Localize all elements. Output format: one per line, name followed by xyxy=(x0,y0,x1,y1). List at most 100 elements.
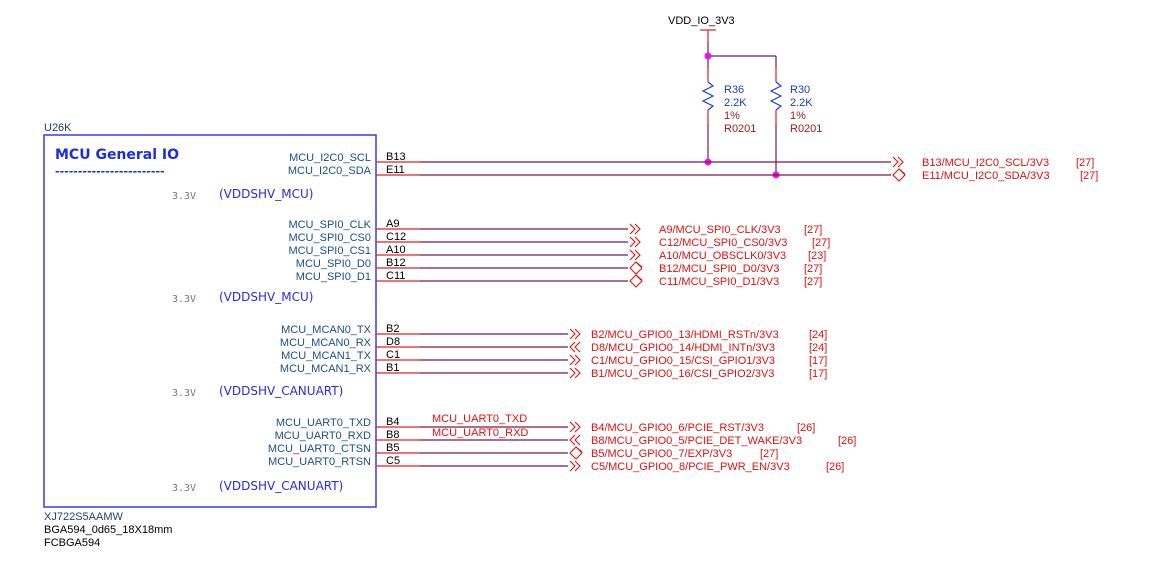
resistor-value: 2.2K xyxy=(790,97,813,109)
pin-number: C5 xyxy=(386,455,400,467)
offpage-out-icon xyxy=(574,328,581,340)
pin-name: MCU_UART0_RTSN xyxy=(268,456,371,468)
page-reference[interactable]: [24] xyxy=(809,342,827,354)
pin-name: MCU_UART0_TXD xyxy=(276,417,371,429)
resistor-ref: R36 xyxy=(724,84,744,96)
resistor-zigzag-icon xyxy=(701,81,715,111)
component-body xyxy=(43,134,377,508)
page-reference[interactable]: [26] xyxy=(838,435,856,447)
net-label[interactable]: A10/MCU_OBSCLK0/3V3 xyxy=(659,250,786,262)
offpage-out-icon xyxy=(574,354,581,366)
net-label[interactable]: B5/MCU_GPIO0_7/EXP/3V3 xyxy=(591,448,732,460)
offpage-out-icon xyxy=(574,460,581,472)
offpage-out-icon xyxy=(629,223,636,235)
offpage-out-icon xyxy=(634,223,641,235)
page-reference[interactable]: [23] xyxy=(808,250,826,262)
resistor-tolerance: 1% xyxy=(724,110,740,122)
net-label[interactable]: C5/MCU_GPIO0_8/PCIE_PWR_EN/3V3 xyxy=(591,461,790,473)
component-title-underline: ------------------------ xyxy=(55,165,165,178)
page-reference[interactable]: [24] xyxy=(809,329,827,341)
net-label[interactable]: B13/MCU_I2C0_SCL/3V3 xyxy=(922,157,1049,169)
power-rail-label[interactable]: VDD_IO_3V3 xyxy=(668,15,735,27)
resistor-r30[interactable]: R30 2.2K 1% R0201 xyxy=(769,68,822,179)
offpage-bidir-icon xyxy=(629,261,643,275)
page-reference[interactable]: [27] xyxy=(812,237,830,249)
pin-number: B13 xyxy=(386,151,406,163)
offpage-out-icon xyxy=(574,421,581,433)
net-label[interactable]: E11/MCU_I2C0_SDA/3V3 xyxy=(922,170,1050,182)
offpage-bidir-icon xyxy=(569,446,583,460)
net-label[interactable]: C12/MCU_SPI0_CS0/3V3 xyxy=(659,237,787,249)
offpage-out-icon xyxy=(629,249,636,261)
pin-name: MCU_SPI0_CLK xyxy=(288,219,371,231)
resistor-r36[interactable]: R36 2.2K 1% R0201 xyxy=(701,68,756,166)
page-reference[interactable]: [27] xyxy=(804,263,822,275)
offpage-out-icon xyxy=(574,367,581,379)
offpage-out-icon xyxy=(569,460,576,472)
page-reference[interactable]: [26] xyxy=(797,422,815,434)
io-power-domain: (VDDSHV_MCU) xyxy=(219,187,313,201)
page-reference[interactable]: [27] xyxy=(1080,170,1098,182)
page-reference[interactable]: [26] xyxy=(826,461,844,473)
net-label[interactable]: B4/MCU_GPIO0_6/PCIE_RST/3V3 xyxy=(591,422,764,434)
page-reference[interactable]: [17] xyxy=(809,368,827,380)
page-reference[interactable]: [27] xyxy=(760,448,778,460)
resistor-ref: R30 xyxy=(790,84,810,96)
pin-number: E11 xyxy=(386,164,405,176)
component-u26k[interactable]: U26K MCU General IO --------------------… xyxy=(43,122,377,549)
offpage-out-icon xyxy=(892,156,899,168)
io-power-domain: (VDDSHV_CANUART) xyxy=(219,384,343,398)
net-label[interactable]: D8/MCU_GPIO0_14/HDMI_INTn/3V3 xyxy=(591,342,775,354)
page-reference[interactable]: [27] xyxy=(804,224,822,236)
pin-name: MCU_MCAN1_RX xyxy=(280,363,372,375)
net-label[interactable]: C11/MCU_SPI0_D1/3V3 xyxy=(659,276,779,288)
pin-name: MCU_SPI0_CS1 xyxy=(288,245,371,257)
offpage-bidir-icon xyxy=(635,261,643,268)
pin-name: MCU_UART0_RXD xyxy=(275,430,371,442)
pin-number: B12 xyxy=(386,257,406,269)
page-reference[interactable]: [27] xyxy=(804,276,822,288)
net-label[interactable]: C1/MCU_GPIO0_15/CSI_GPIO1/3V3 xyxy=(591,355,775,367)
pin-name: MCU_I2C0_SDA xyxy=(288,165,372,177)
package: FCBGA594 xyxy=(44,537,100,549)
net-label[interactable]: B8/MCU_GPIO0_5/PCIE_DET_WAKE/3V3 xyxy=(591,435,802,447)
page-reference[interactable]: [27] xyxy=(1076,157,1094,169)
net-label[interactable]: A9/MCU_SPI0_CLK/3V3 xyxy=(659,224,781,236)
io-voltage: 3.3V xyxy=(172,294,196,305)
page-reference[interactable]: [17] xyxy=(809,355,827,367)
component-ref: U26K xyxy=(44,122,72,134)
part-number: XJ722S5AAMW xyxy=(44,511,123,523)
pin-number: C12 xyxy=(386,231,406,243)
pin-number: B8 xyxy=(386,429,399,441)
offpage-out-icon xyxy=(629,236,636,248)
offpage-in-icon xyxy=(569,341,576,353)
offpage-out-icon xyxy=(897,156,904,168)
net-label[interactable]: B2/MCU_GPIO0_13/HDMI_RSTn/3V3 xyxy=(591,329,779,341)
net-label[interactable]: B1/MCU_GPIO0_16/CSI_GPIO2/3V3 xyxy=(591,368,774,380)
junction-dot xyxy=(704,52,712,60)
net-label[interactable]: B12/MCU_SPI0_D0/3V3 xyxy=(659,263,779,275)
pin-number: C11 xyxy=(386,270,405,282)
offpage-bidir-icon xyxy=(629,274,643,288)
offpage-bidir-icon xyxy=(575,446,583,453)
pin-number: B4 xyxy=(386,416,399,428)
offpage-out-icon xyxy=(569,421,576,433)
pin-number: A9 xyxy=(386,218,399,230)
